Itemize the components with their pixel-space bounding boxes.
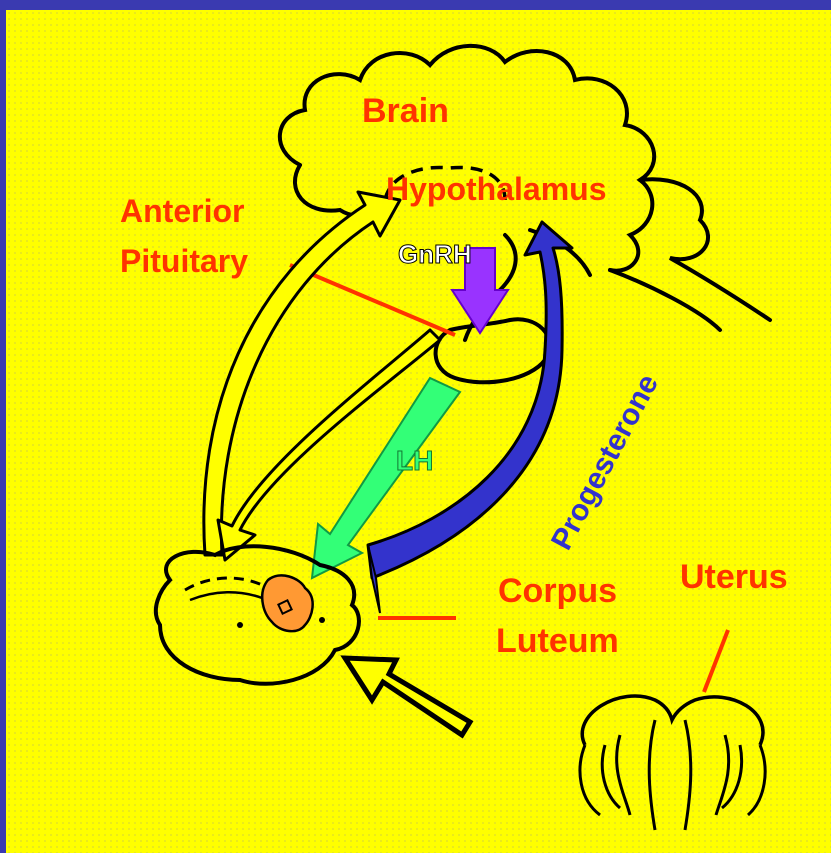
label-anterior-pituitary-line1: Anterior: [120, 193, 244, 229]
label-brain: Brain: [362, 92, 449, 130]
uterus-right-tube: [716, 735, 765, 815]
ovary-follicle-dot-2: [319, 617, 325, 623]
label-gnrh: GnRH: [398, 239, 472, 269]
label-lh: LH: [396, 445, 433, 476]
uterus-outline: [582, 696, 763, 745]
label-corpus-luteum-line2: Luteum: [496, 622, 619, 660]
label-progesterone: Progesterone: [545, 369, 665, 555]
pituitary-gland: [436, 319, 550, 382]
ovary-inner-fold: [190, 592, 262, 600]
ovary-follicle-dot-1: [237, 622, 243, 628]
label-corpus-luteum-line1: Corpus: [498, 572, 617, 610]
label-uterus: Uterus: [680, 558, 788, 596]
uterus-left-tube: [580, 735, 630, 815]
ovary-outline: [156, 546, 359, 683]
label-hypothalamus: Hypothalamus: [386, 171, 606, 207]
ovary-pointer-arrow[interactable]: [345, 658, 470, 735]
hormone-feedback-diagram: Brain Hypothalamus Anterior Pituitary Gn…: [6, 10, 831, 853]
pituitary-pointer-line: [290, 265, 455, 335]
uterus-center: [649, 720, 691, 830]
uterus-pointer-line: [704, 630, 728, 692]
label-anterior-pituitary-line2: Pituitary: [120, 243, 248, 279]
brainstem-outline: [640, 179, 770, 320]
ovary-dashed-fold: [185, 578, 262, 590]
diagram-panel: Brain Hypothalamus Anterior Pituitary Gn…: [6, 10, 831, 853]
